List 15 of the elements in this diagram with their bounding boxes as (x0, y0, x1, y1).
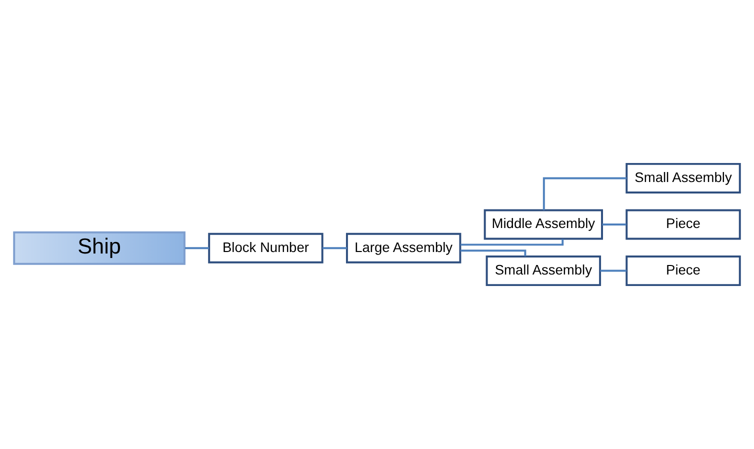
connector (600, 270, 626, 272)
node-box: Piece (626, 256, 741, 286)
node-box: Block Number (208, 232, 324, 264)
node-box: Small Assembly (626, 162, 741, 194)
connector (460, 250, 526, 256)
node-box: Piece (626, 209, 741, 240)
node-box: Middle Assembly (484, 209, 603, 240)
connector (542, 177, 627, 210)
node-box: Ship (13, 231, 186, 265)
connector (460, 239, 564, 246)
node-box: Large Assembly (346, 232, 462, 264)
connector (184, 247, 209, 250)
connector (322, 247, 347, 250)
node-box: Small Assembly (486, 256, 602, 286)
connector (602, 224, 626, 226)
